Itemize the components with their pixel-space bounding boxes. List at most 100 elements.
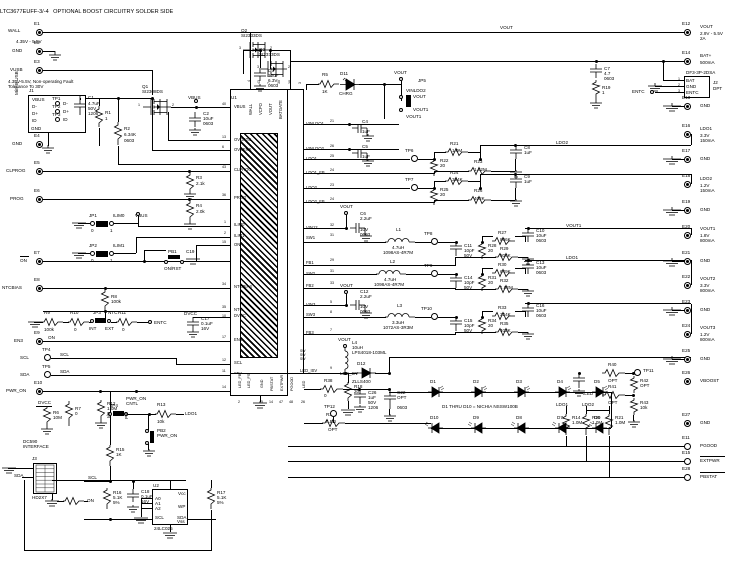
jumper-JP1-shunt[interactable]: [96, 221, 108, 227]
terminal-E16[interactable]: [684, 131, 691, 138]
terminal-E7[interactable]: [36, 258, 43, 265]
wire-clprog: [43, 171, 230, 172]
terminal-E27[interactable]: [684, 420, 691, 427]
pb1-p2[interactable]: [180, 260, 184, 264]
node-ldo2: [433, 187, 436, 190]
entc-node[interactable]: [148, 320, 152, 324]
vout-node[interactable]: [399, 77, 403, 81]
pb1-p1[interactable]: [164, 260, 168, 264]
diode-D9-refdes: D9: [473, 415, 479, 420]
entc-j2-node[interactable]: [650, 90, 654, 94]
u1-pnum-VBUS: 40: [222, 102, 226, 106]
vout-node-c12[interactable]: [344, 290, 348, 294]
terminal-E19[interactable]: [684, 207, 691, 214]
w-r24l: [434, 171, 469, 172]
j3-part: HD2X7: [32, 495, 47, 500]
pushbutton-PB1[interactable]: [168, 255, 180, 259]
terminal-E23[interactable]: [684, 307, 691, 314]
jumper-JP2-shunt[interactable]: [96, 251, 108, 257]
testpoint-TP4[interactable]: [44, 354, 51, 361]
pb2-p2[interactable]: [145, 441, 149, 445]
terminal-E2[interactable]: [36, 48, 43, 55]
terminal-E28[interactable]: [684, 474, 691, 481]
jumper-JP5-shunt[interactable]: [406, 95, 411, 107]
terminal-E18[interactable]: [684, 181, 691, 188]
terminal-E15[interactable]: [684, 458, 691, 465]
terminal-E8[interactable]: [36, 285, 43, 292]
terminal-E22[interactable]: [684, 282, 691, 289]
pushbutton-PB2[interactable]: [150, 431, 154, 443]
testpoint-TP6[interactable]: [411, 155, 418, 162]
connector-J1-name: Mini-B USB: [14, 71, 19, 95]
vout-node-c6[interactable]: [344, 211, 348, 215]
terminal-E17[interactable]: [684, 156, 691, 163]
jumper-JP3-ext[interactable]: [107, 319, 111, 323]
terminal-E20[interactable]: [684, 232, 691, 239]
vbls-node[interactable]: [136, 212, 140, 216]
testpoint-TP12[interactable]: [330, 410, 337, 417]
testpoint-TP3[interactable]: [55, 117, 60, 122]
testpoint-TP2[interactable]: [55, 109, 60, 114]
terminal-E6[interactable]: [36, 196, 43, 203]
q2-part: SI2333DS: [241, 33, 262, 38]
gnd-symbol-r36: [522, 332, 534, 340]
res-R35-refdes: R34: [488, 318, 497, 323]
terminal-E8-label: NTCBIAS: [2, 285, 22, 290]
testpoint-TP1[interactable]: [55, 101, 60, 106]
jumper-JP5-vout[interactable]: [399, 95, 403, 99]
w-d12r: [375, 373, 389, 374]
terminal-E14[interactable]: [684, 58, 691, 65]
u1-pnum-SDA: 11: [222, 369, 226, 373]
vout-node-l4[interactable]: [343, 344, 347, 348]
jumper-JP1-p1[interactable]: [109, 221, 114, 226]
jumper-JP4-pb[interactable]: [124, 412, 128, 416]
terminal-E4-label: GND: [12, 141, 23, 146]
terminal-E21[interactable]: [684, 258, 691, 265]
vbus-testpoint[interactable]: [194, 99, 198, 103]
testpoint-TP8[interactable]: [431, 238, 438, 245]
jumper-JP1-p0[interactable]: [90, 221, 95, 226]
u1-pin-ILIM1: ILIM1: [234, 233, 245, 238]
w-d11r: [359, 84, 401, 85]
q3-refdes: Q3: [259, 47, 266, 52]
jumper-JP2-p1[interactable]: [109, 251, 114, 256]
terminal-E9[interactable]: [36, 338, 43, 345]
testpoint-TP9[interactable]: [431, 270, 438, 277]
w-u1gnd: [260, 396, 261, 402]
terminal-E4[interactable]: [36, 141, 43, 148]
res-R27-refdes: R26: [474, 188, 483, 193]
terminal-E3[interactable]: [36, 67, 43, 74]
testpoint-TP10[interactable]: [431, 313, 438, 320]
pb2-p1[interactable]: [145, 429, 149, 433]
u1-pin-WALL: WALL: [248, 103, 253, 115]
jumper-JP3-shunt[interactable]: [95, 318, 106, 323]
diode-D11: [340, 77, 360, 91]
jumper-JP4-io[interactable]: [108, 412, 112, 416]
jumper-JP5-vout1[interactable]: [399, 108, 403, 112]
terminal-E11[interactable]: [684, 443, 691, 450]
terminal-E10[interactable]: [36, 388, 43, 395]
testpoint-TP7[interactable]: [411, 184, 418, 191]
jumper-JP4-shunt[interactable]: [113, 411, 124, 416]
ind-L2-part: 1098AS-4R7M: [374, 282, 405, 287]
vout2-label-left: LDO1: [185, 411, 198, 416]
terminal-E25[interactable]: [684, 356, 691, 363]
capacitor-C15: [450, 317, 462, 331]
terminal-E1[interactable]: [36, 29, 43, 36]
testpoint-TP11[interactable]: [634, 369, 641, 376]
terminal-E24[interactable]: [684, 331, 691, 338]
terminal-E5[interactable]: [36, 168, 43, 175]
capacitor-C7: [590, 64, 602, 78]
testpoint-TP5[interactable]: [44, 371, 51, 378]
terminal-E26[interactable]: [684, 378, 691, 385]
terminal-E12[interactable]: [684, 29, 691, 36]
jumper-JP2-p0[interactable]: [90, 251, 95, 256]
gnd-symbol-r18: [341, 409, 355, 416]
w-box-b: [24, 550, 212, 551]
terminal-E13[interactable]: [684, 103, 691, 110]
jumper-JP3-int[interactable]: [90, 319, 94, 323]
res-R41-refdes: R42: [640, 378, 649, 383]
w-c8gv: [515, 159, 516, 171]
u1-pin-EN3: EN3: [234, 337, 243, 342]
node-c8: [479, 158, 482, 161]
